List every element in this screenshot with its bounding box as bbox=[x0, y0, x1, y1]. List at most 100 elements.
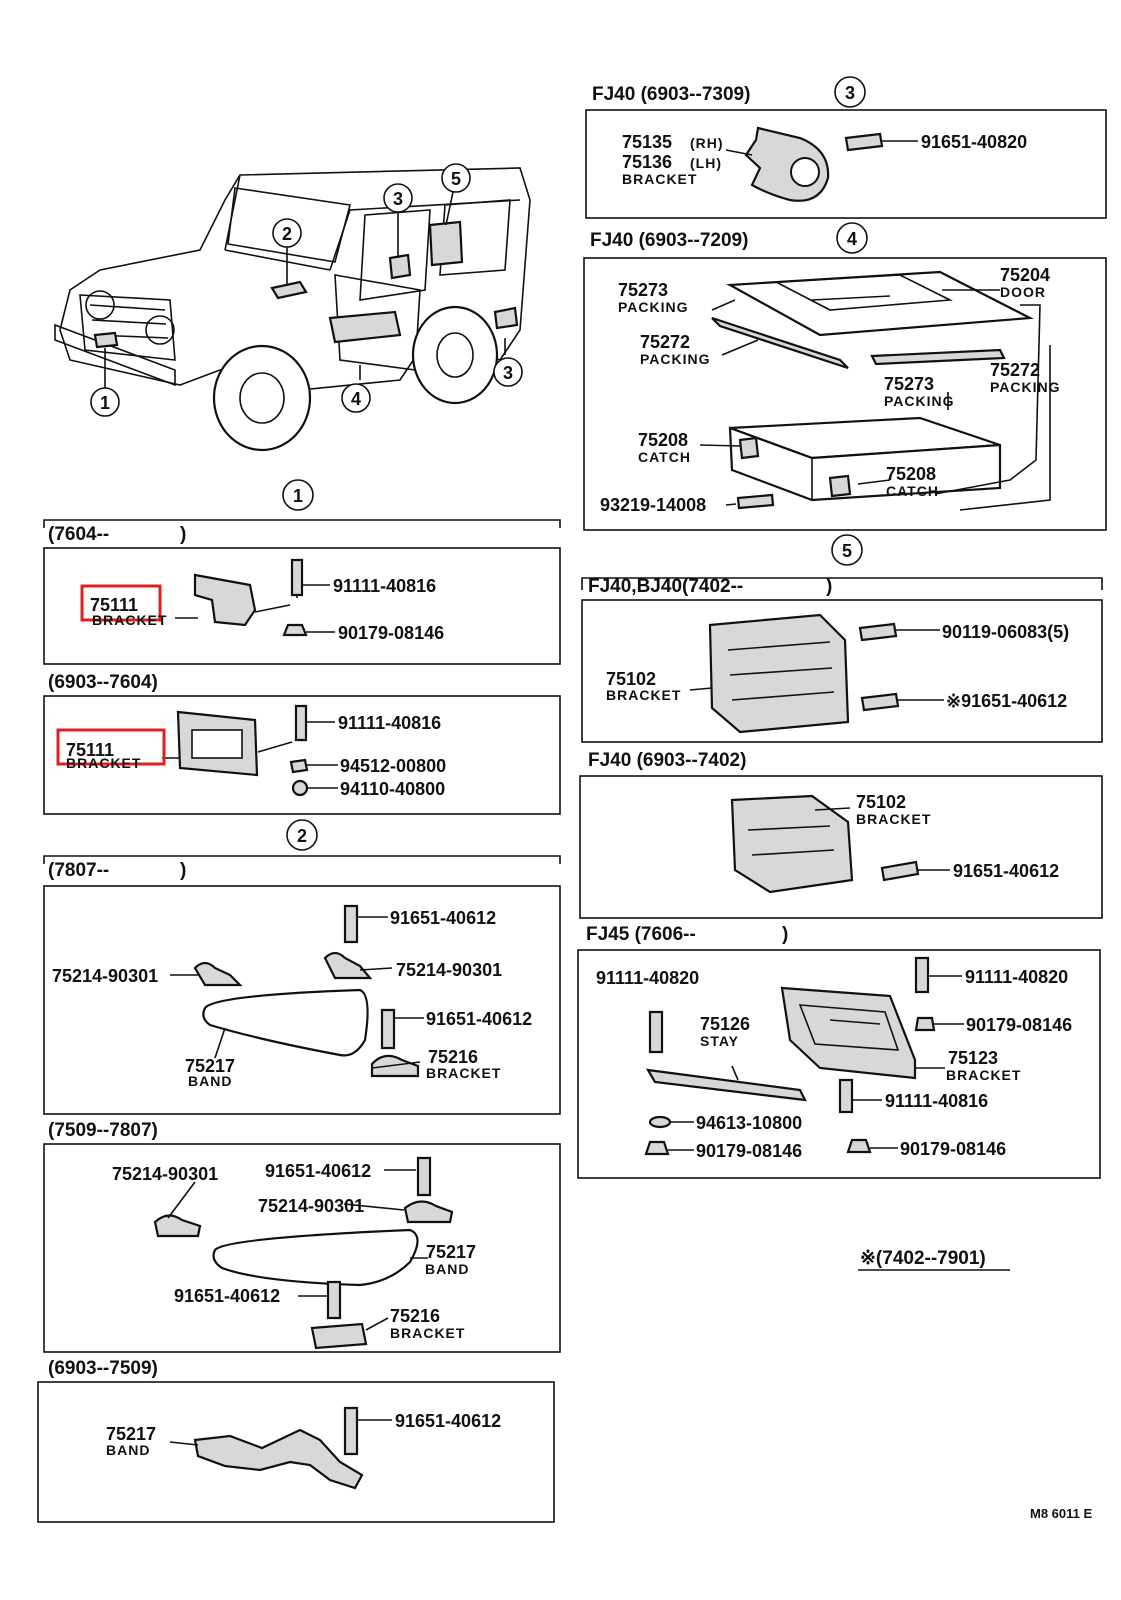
nut-left-part-number: 90179-08146 bbox=[696, 1141, 802, 1161]
bolt-part-number: 91651-40820 bbox=[921, 132, 1027, 152]
bolt-part-number: 91651-40612 bbox=[953, 861, 1059, 881]
bolt-part-number: 91651-40612 bbox=[390, 908, 496, 928]
vehicle-callout-3: 3 bbox=[393, 189, 403, 209]
clamp-left-part-number: 75214-90301 bbox=[52, 966, 158, 986]
bracket-part-drawing bbox=[193, 573, 257, 627]
heading-close-paren: ) bbox=[826, 576, 832, 597]
bracket-drawing bbox=[370, 1054, 420, 1078]
bracket-drawing bbox=[730, 794, 854, 894]
bracket-label: BRACKET bbox=[622, 171, 697, 187]
section-marker-circle bbox=[282, 479, 314, 511]
catch1-label: CATCH bbox=[638, 449, 691, 465]
bolt-drawing bbox=[844, 132, 884, 152]
heading-close-paren: ) bbox=[782, 924, 788, 945]
bolt-right-drawing bbox=[914, 956, 930, 994]
band-part-number: 75217 bbox=[426, 1242, 476, 1262]
washer-drawing bbox=[648, 1115, 672, 1129]
packing-right-drawing bbox=[870, 348, 1006, 366]
bolt2-part-number: 91651-40612 bbox=[174, 1286, 280, 1306]
stay-label: STAY bbox=[700, 1033, 739, 1049]
group-heading: FJ40 (6903--7209) bbox=[590, 230, 748, 251]
screw-part-number: 93219-14008 bbox=[600, 495, 706, 515]
bolt-drawing bbox=[290, 558, 304, 597]
bolt-mid-part-number: 91111-40816 bbox=[885, 1091, 988, 1111]
bolt-part-number: 91651-40612 bbox=[265, 1161, 371, 1181]
group-6903-7604: (6903--7604) 75111 BRACKET 91111-40816 9… bbox=[43, 672, 561, 815]
bracket-label: BRACKET bbox=[390, 1325, 465, 1341]
stay-drawing bbox=[645, 1068, 807, 1102]
nut-drawing bbox=[291, 779, 309, 797]
highlight-box bbox=[80, 584, 162, 622]
group-heading: FJ40 (6903--7309) bbox=[592, 84, 750, 105]
catch2-label: CATCH bbox=[886, 483, 939, 499]
group-heading: FJ40,BJ40(7402-- bbox=[588, 576, 743, 597]
catch2-part-number: 75208 bbox=[886, 464, 936, 484]
bolt-left-drawing bbox=[648, 1010, 664, 1054]
band-drawing bbox=[212, 1228, 419, 1287]
bolt-mid-drawing bbox=[838, 1078, 854, 1114]
bracket-part-number: 75111 bbox=[66, 740, 114, 760]
packing4-part-number: 75273 bbox=[884, 374, 934, 394]
band-part-number: 75217 bbox=[185, 1056, 235, 1076]
group-fj40-7209: FJ40 (6903--7209) 4 75273 PACKING 75204 … bbox=[583, 222, 1107, 531]
vehicle-callout-5: 5 bbox=[451, 169, 461, 189]
group-heading: (6903--7509) bbox=[48, 1358, 158, 1379]
clamp-right-part-number: 75214-90301 bbox=[258, 1196, 364, 1216]
catch-left-drawing bbox=[738, 436, 760, 460]
vehicle-callout-1: 1 bbox=[100, 393, 110, 413]
rh-tag: (RH) bbox=[690, 135, 724, 151]
nut-part-number: 94110-40800 bbox=[340, 779, 445, 799]
lh-part-number: 75136 bbox=[622, 152, 672, 172]
nut-part-number: 90179-08146 bbox=[338, 623, 444, 643]
door-label: DOOR bbox=[1000, 284, 1046, 300]
bracket-label: BRACKET bbox=[426, 1065, 501, 1081]
clamp-left-drawing bbox=[193, 961, 243, 987]
bolt1-part-number: 90119-06083(5) bbox=[942, 622, 1069, 642]
washer-part-number: 94512-00800 bbox=[340, 756, 446, 776]
packing3-part-number: 75272 bbox=[990, 360, 1040, 380]
bolt-part-number: 91111-40816 bbox=[333, 576, 436, 596]
bracket-part-number: 75123 bbox=[948, 1048, 998, 1068]
highlight-box bbox=[56, 728, 166, 766]
bracket-drawing bbox=[780, 986, 917, 1080]
bolt2-drawing bbox=[860, 692, 900, 712]
bolt2-drawing bbox=[380, 1008, 396, 1050]
group-6903-7509: (6903--7509) 75217 BAND 91651-40612 bbox=[37, 1358, 555, 1523]
bolt-part-number: 91111-40816 bbox=[338, 713, 441, 733]
nut-left-drawing bbox=[644, 1140, 670, 1156]
bracket-label: BRACKET bbox=[856, 811, 931, 827]
bracket-label: BRACKET bbox=[606, 687, 681, 703]
section-marker-3: 3 bbox=[845, 83, 855, 103]
bracket-drawing bbox=[310, 1322, 368, 1350]
clamp-right-part-number: 75214-90301 bbox=[396, 960, 502, 980]
section-marker-2: 2 bbox=[297, 826, 307, 846]
bracket-drawing bbox=[708, 613, 850, 734]
group-heading: FJ40 (6903--7402) bbox=[588, 750, 746, 771]
bracket-part-number: 75111 bbox=[90, 595, 138, 615]
callout-circle bbox=[383, 183, 413, 213]
callout-circle bbox=[272, 218, 302, 248]
callout-circle bbox=[90, 387, 120, 417]
packing1-part-number: 75273 bbox=[618, 280, 668, 300]
heading-close-paren: ) bbox=[180, 524, 186, 545]
group-heading: (6903--7604) bbox=[48, 672, 158, 693]
vehicle-callout-2: 2 bbox=[282, 224, 292, 244]
section-marker-circle bbox=[286, 819, 318, 851]
band-drawing bbox=[202, 988, 369, 1057]
bolt-left-part-number: 91111-40820 bbox=[596, 968, 699, 988]
washer-drawing bbox=[289, 758, 309, 774]
stay-part-number: 75126 bbox=[700, 1014, 750, 1034]
nut-bottom-drawing bbox=[846, 1138, 872, 1154]
bolt-drawing bbox=[343, 904, 359, 944]
bolt-drawing bbox=[416, 1156, 432, 1197]
packing2-label: PACKING bbox=[640, 351, 711, 367]
door-part-number: 75204 bbox=[1000, 265, 1050, 285]
clamp-right-drawing bbox=[323, 951, 373, 980]
band-label: BAND bbox=[106, 1442, 150, 1458]
diagram-code: M8 6011 E bbox=[1030, 1506, 1092, 1521]
vehicle-illustration bbox=[54, 167, 531, 452]
group-heading: (7807-- bbox=[48, 860, 109, 881]
rh-part-number: 75135 bbox=[622, 132, 672, 152]
